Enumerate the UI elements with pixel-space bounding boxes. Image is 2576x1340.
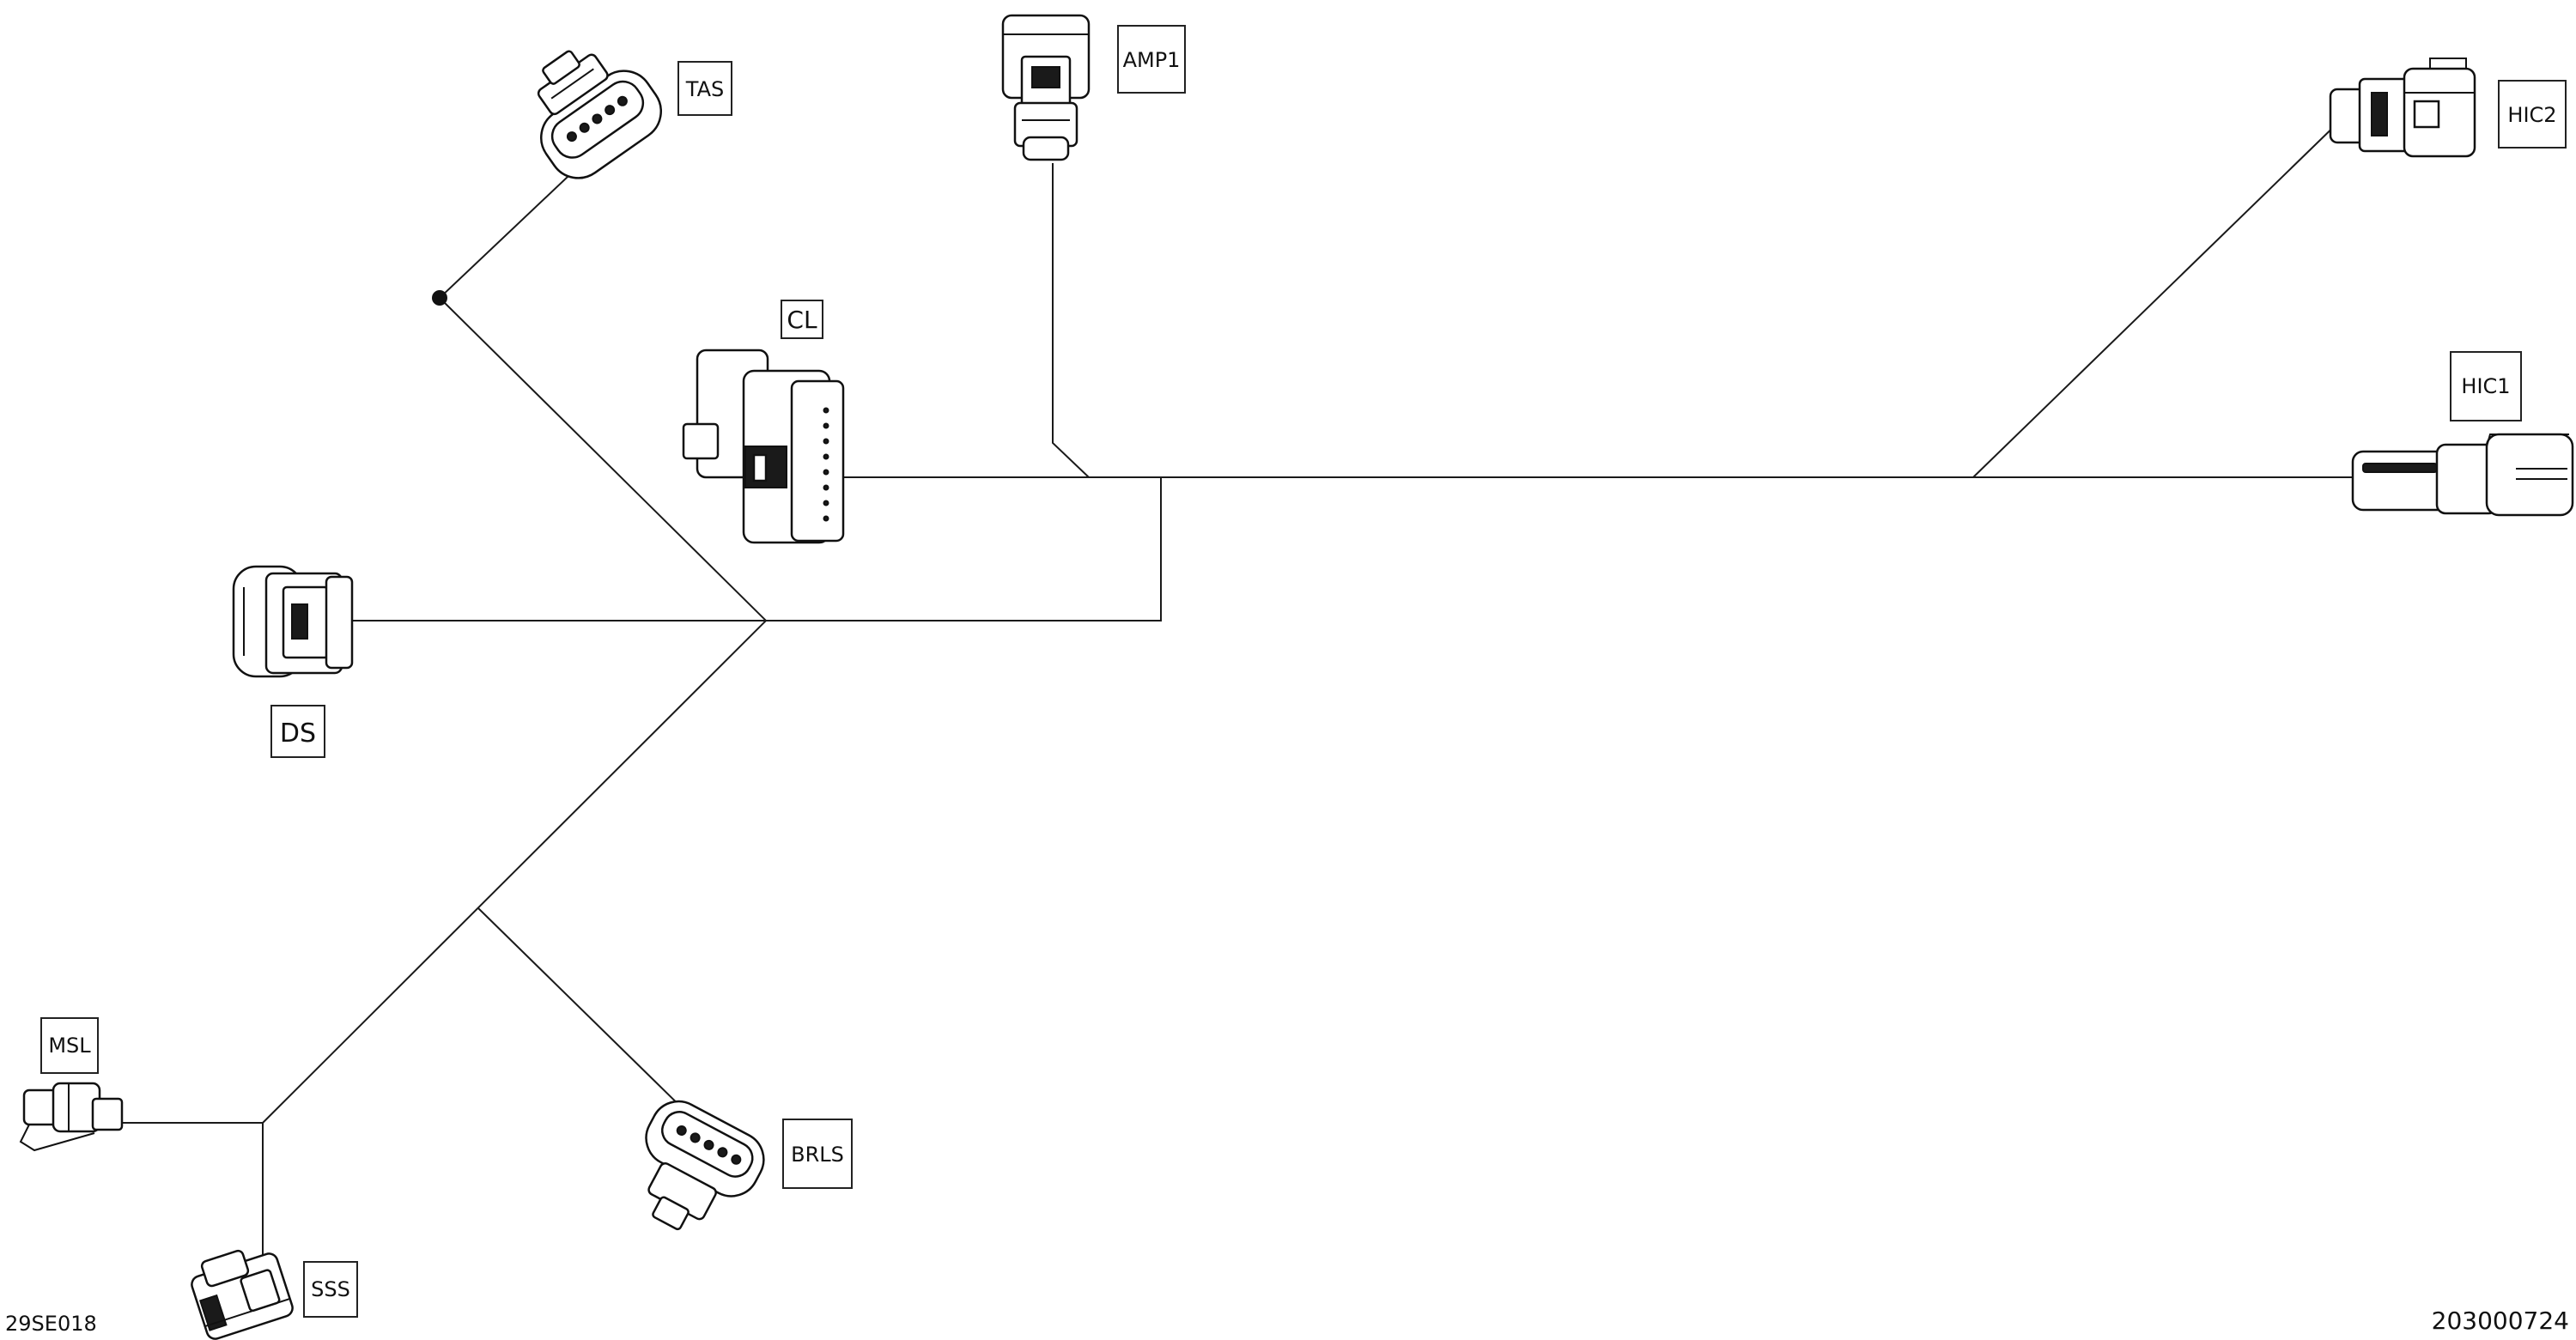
label-msl-text: MSL	[48, 1034, 91, 1058]
brls-connector	[645, 1100, 765, 1231]
label-msl: MSL	[40, 1017, 99, 1074]
label-ds: DS	[270, 705, 325, 758]
footer-right-code: 203000724	[2432, 1307, 2569, 1335]
wire-amp1	[1052, 163, 1090, 478]
ds-connector	[232, 565, 354, 678]
label-sss: SSS	[303, 1261, 358, 1318]
cl-pin-row	[823, 407, 829, 522]
label-hic2-text: HIC2	[2507, 103, 2556, 127]
label-sss-text: SSS	[311, 1277, 350, 1301]
label-cl: CL	[781, 300, 823, 339]
cl-connector	[682, 349, 845, 544]
amp1-connector	[1001, 14, 1091, 161]
tas-connector	[537, 50, 662, 179]
label-brls: BRLS	[782, 1119, 853, 1189]
ground-point-dot	[432, 290, 447, 306]
label-cl-text: CL	[787, 306, 817, 334]
label-hic1-text: HIC1	[2461, 374, 2510, 398]
label-amp1-text: AMP1	[1123, 48, 1181, 72]
wire-lower-diagonal	[262, 620, 767, 1124]
wire-hic2	[1972, 114, 2347, 478]
label-hic1: HIC1	[2450, 351, 2522, 421]
label-hic2: HIC2	[2498, 80, 2567, 149]
label-brls-text: BRLS	[791, 1143, 844, 1167]
footer-left-code: 29SE018	[5, 1312, 97, 1336]
hic1-connector	[2351, 433, 2574, 517]
label-amp1: AMP1	[1117, 25, 1186, 94]
label-tas-text: TAS	[685, 77, 724, 101]
label-ds-text: DS	[280, 719, 316, 749]
wire-brls	[477, 907, 696, 1122]
label-tas: TAS	[677, 61, 732, 116]
wire-junction-drop	[766, 477, 1162, 621]
hic2-connector	[2329, 58, 2476, 158]
connector-labels: TAS AMP1 HIC2 HIC1 CL DS MSL BRLS	[40, 25, 2567, 1318]
msl-connector	[19, 1082, 124, 1152]
harness-wires	[120, 114, 2437, 1260]
sss-connector	[191, 1249, 294, 1340]
